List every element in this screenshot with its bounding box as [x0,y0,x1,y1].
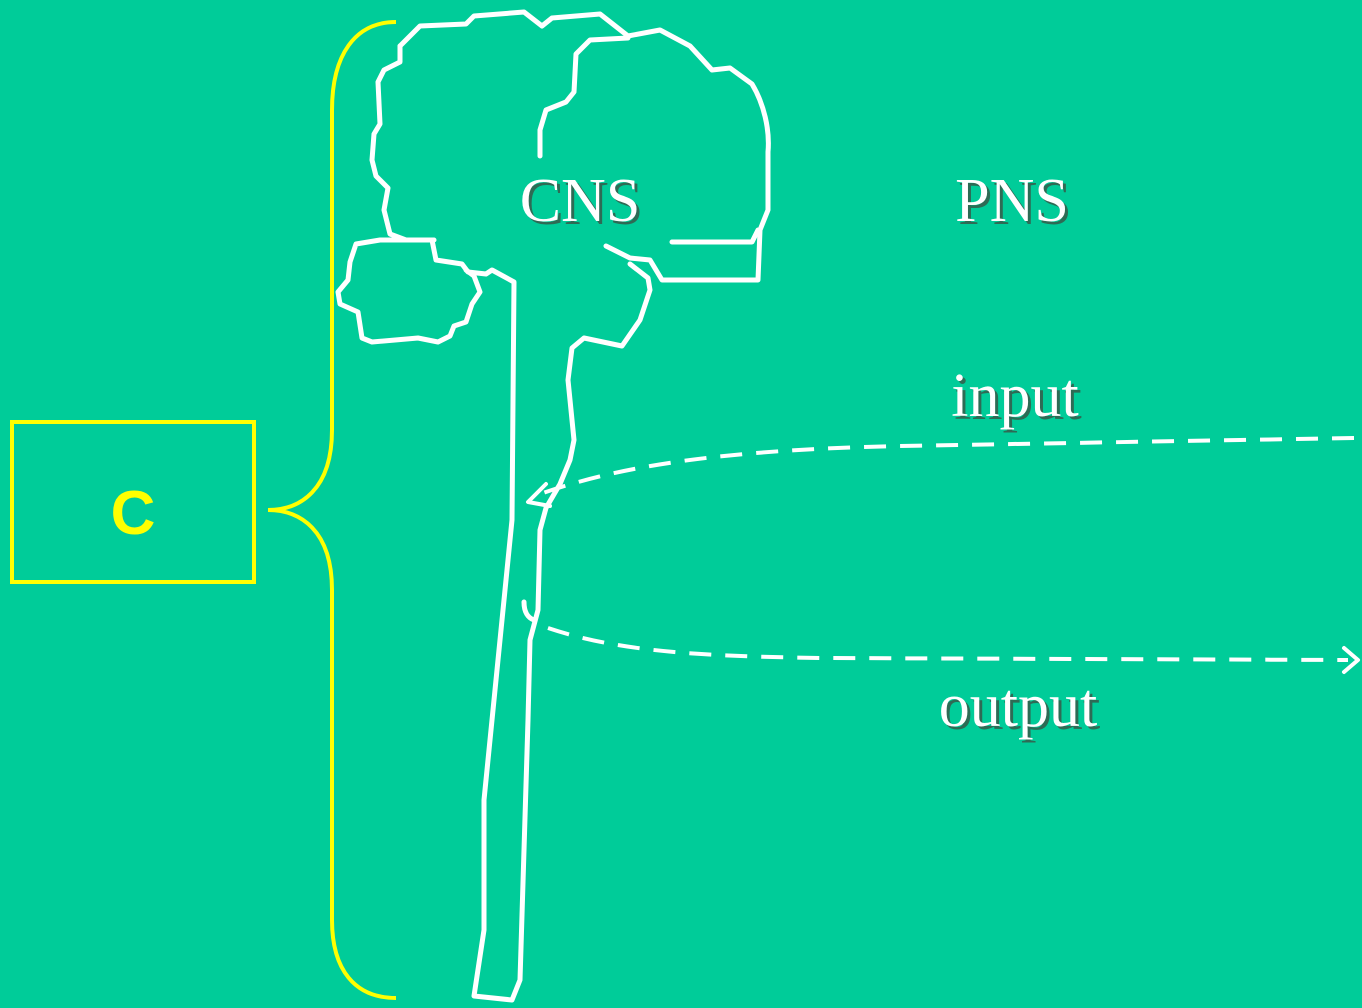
output-pathway [547,626,1349,662]
cerebrum-left-outline [369,43,653,1003]
label-input-shadow: input [954,365,1081,433]
brain-spinal-cord-outline [335,9,771,1003]
output-arrowhead [1342,646,1360,674]
curly-brace [267,20,397,1000]
label-pns-shadow: PNS [958,170,1072,238]
label-cns-group: CNS CNS [520,167,644,238]
temporal-notch-outline [669,227,761,245]
label-cns: CNS [520,167,641,235]
input-pathway [539,436,1355,496]
label-box-frame [10,420,256,584]
label-output-shadow: output [942,675,1100,743]
nerve-root-hook [521,599,537,623]
label-input: input [951,362,1078,430]
cerebrum-outline [397,9,771,283]
label-output: output [939,672,1097,740]
label-pns: PNS [955,167,1069,235]
label-input-group: input input [951,362,1081,433]
label-box: C [10,420,256,584]
input-arrowhead [526,482,552,508]
label-output-group: output output [939,672,1100,743]
central-sulcus-outline [537,35,631,159]
label-cns-shadow: CNS [523,170,644,238]
label-box-letter: C [111,479,156,548]
label-pns-group: PNS PNS [955,167,1072,238]
cerebellum-outline [335,237,483,345]
